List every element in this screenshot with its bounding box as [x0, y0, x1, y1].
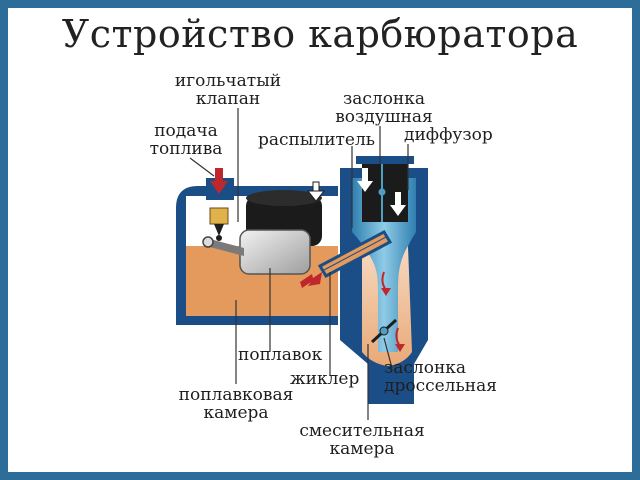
- label-throttle-damper-1: заслонка: [384, 358, 466, 378]
- label-float-chamber-2: камера: [203, 403, 268, 423]
- air-damper-pivot: [378, 188, 386, 196]
- label-mixing-chamber-2: камера: [329, 439, 394, 459]
- throttle-damper-shape: [370, 318, 398, 344]
- label-float-chamber-1: поплавковая: [179, 385, 294, 405]
- label-fuel-supply-1: подача: [154, 121, 218, 141]
- jet-tube: [317, 230, 393, 278]
- fuel-supply-arrow: [210, 168, 228, 194]
- label-throttle-damper-2: дроссельная: [384, 376, 497, 396]
- label-float: поплавок: [238, 345, 323, 365]
- label-needle-valve-2: клапан: [196, 89, 260, 109]
- needle-valve-shape: [209, 207, 229, 241]
- label-air-damper-1: заслонка: [343, 89, 425, 109]
- label-fuel-supply-2: топлива: [150, 139, 223, 159]
- label-needle-valve-1: игольчатый: [175, 71, 281, 91]
- jet-fuel-arrow: [300, 272, 322, 288]
- label-air-damper-2: воздушная: [335, 107, 433, 127]
- atomizer-arrow: [306, 181, 326, 202]
- label-jet: жиклер: [290, 369, 359, 389]
- label-mixing-chamber-1: смесительная: [299, 421, 424, 441]
- mixing-chamber-shape: [362, 246, 412, 366]
- diagram-title: Устройство карбюратора: [61, 12, 579, 56]
- air-flow-arrows: [357, 168, 406, 216]
- float-lever: [202, 236, 244, 256]
- float-shape: [239, 229, 311, 275]
- leader-lines: [189, 108, 409, 420]
- label-atomizer: распылитель: [258, 130, 375, 150]
- leader-throttle-damper: [383, 337, 393, 369]
- leader-fuel-supply: [189, 157, 215, 177]
- mixture-arrows: [381, 271, 405, 352]
- label-diffuser: диффузор: [404, 125, 493, 145]
